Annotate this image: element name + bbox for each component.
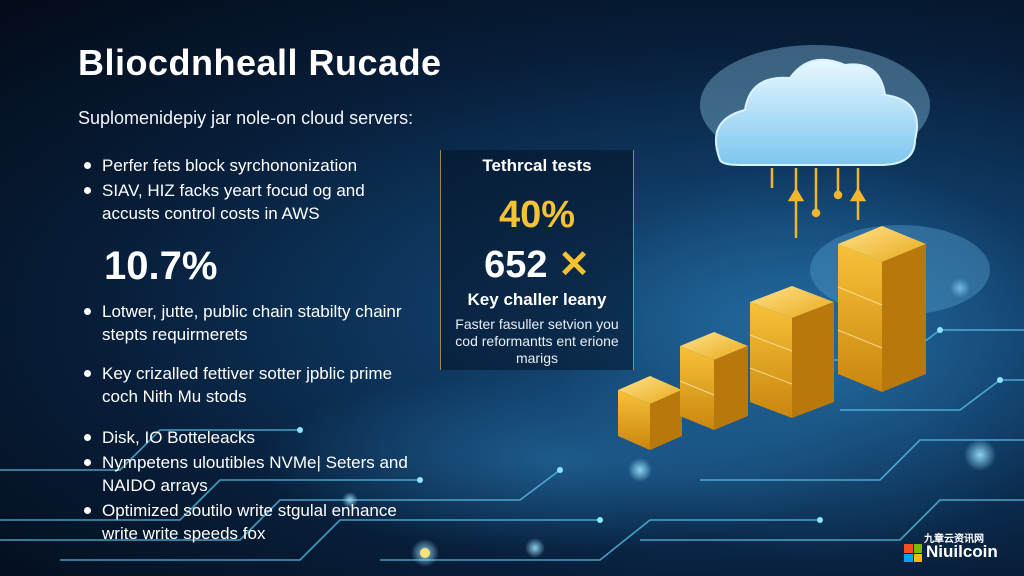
list-item: Nympetens uloutibles NVMe| Seters and NA…: [78, 451, 408, 497]
bullet-list-stability: Lotwer, jutte, public chain stabilty cha…: [78, 300, 408, 348]
list-item: Key crizalled fettiver sotter jpblic pri…: [78, 362, 408, 408]
panel-number: 652: [484, 244, 548, 286]
bullet-list-disk: Disk, IO Botteleacks Nympetens uloutible…: [78, 426, 408, 547]
logo-en-text: Niuilcoin: [926, 542, 998, 561]
logo-cn-text: 九章云资讯网: [924, 534, 984, 545]
windows-logo-icon: [904, 544, 922, 562]
panel-description: Faster fasuller setvion you cod reforman…: [455, 316, 619, 366]
page-subtitle: Suplomenidepiy jar nole-on cloud servers…: [78, 108, 414, 128]
panel-number-row: 652 ✕: [441, 242, 633, 287]
page-title: Bliocdnheall Rucade: [78, 42, 442, 83]
list-item: Lotwer, jutte, public chain stabilty cha…: [78, 300, 408, 346]
bullet-list-key: Key crizalled fettiver sotter jpblic pri…: [78, 362, 408, 410]
list-item: Perfer fets block syrchononization: [78, 154, 408, 177]
list-item: Optimized soutilo write stgulal enhance …: [78, 499, 408, 545]
gold-block-1: [618, 376, 682, 450]
token-icon: ✕: [558, 244, 590, 286]
list-item: SIAV, HIZ facks yeart focud og and accus…: [78, 179, 408, 225]
panel-subheading: Key challer leany: [467, 290, 607, 309]
bullet-list-sync: Perfer fets block syrchononization SIAV,…: [78, 154, 408, 227]
brand-logo: 九章云资讯网 Niuilcoin: [904, 530, 1014, 570]
panel-title: Tethrcal tests: [482, 156, 592, 175]
list-item: Disk, IO Botteleacks: [78, 426, 408, 449]
technical-tests-panel: Tethrcal tests 40% 652 ✕ Key challer lea…: [440, 150, 634, 370]
big-stat-value: 10.7%: [104, 244, 218, 288]
panel-percent: 40%: [498, 194, 576, 236]
